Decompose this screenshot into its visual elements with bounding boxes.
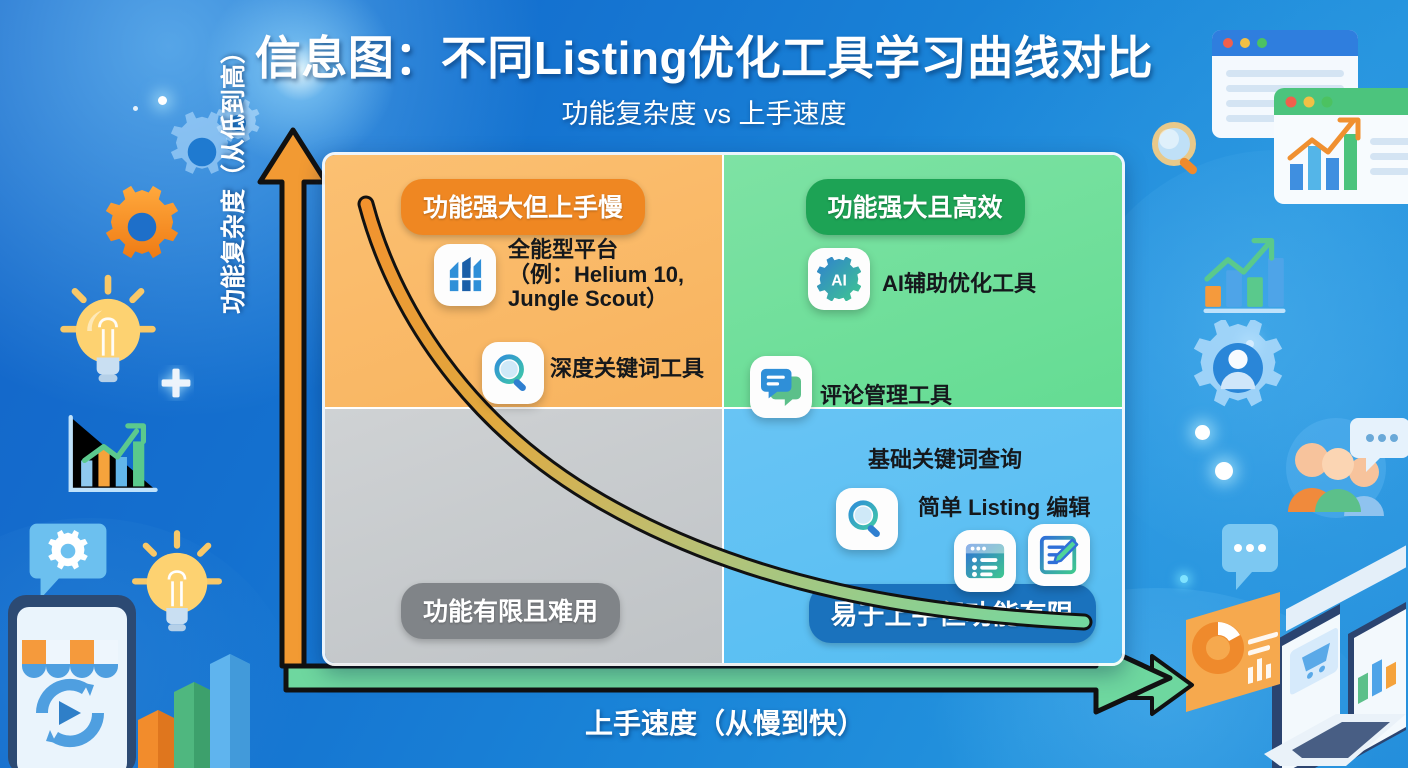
laptop-dashboard-icon <box>1264 545 1406 768</box>
item-label-basic-keyword-query: 基础关键词查询 <box>868 447 1023 472</box>
speech-bubble-icon <box>1222 524 1278 590</box>
magnifier-icon[interactable] <box>482 342 544 404</box>
plus-icon <box>161 368 191 398</box>
lightbulb-icon <box>132 530 222 632</box>
y-axis-arrow <box>257 127 329 669</box>
item-label-simple-listing-edit: 简单 Listing 编辑 <box>918 495 1091 520</box>
bar-chart-growth-icon <box>1203 237 1286 314</box>
item-label-review-management-tool: 评论管理工具 <box>820 383 953 408</box>
x-axis-label: 上手速度（从慢到快） <box>584 708 865 739</box>
background-blob-bottom-left <box>0 518 300 768</box>
sparkle-dot <box>1246 340 1254 348</box>
item-label-all-in-one-platform: 全能型平台 （例：Helium 10, Jungle Scout） <box>508 237 685 312</box>
ai-gear-icon[interactable]: AI <box>808 248 870 310</box>
sparkle-dot <box>1215 462 1233 480</box>
chat-bubbles-icon[interactable] <box>750 356 812 418</box>
edit-document-icon[interactable] <box>1028 524 1090 586</box>
bar-chart-growth-icon <box>68 415 158 493</box>
bar-blocks-3d-icon <box>138 654 250 768</box>
bar-chart-icon[interactable] <box>434 244 496 306</box>
people-group-chat-icon <box>1286 418 1408 518</box>
lightbulb-icon <box>60 274 156 383</box>
gear-speech-bubble-icon <box>29 523 107 599</box>
gear-icon <box>105 185 179 259</box>
item-label-ai-optimization-tool: AI辅助优化工具 <box>882 271 1037 296</box>
item-label-deep-keyword-tool: 深度关键词工具 <box>550 356 705 381</box>
user-gear-icon <box>1193 320 1283 407</box>
sparkle-dot <box>1195 425 1210 440</box>
green-arrow-decor <box>1120 654 1194 716</box>
list-window-icon[interactable] <box>954 530 1016 592</box>
quadrant-items-layer: 全能型平台 （例：Helium 10, Jungle Scout） 深度关键词工… <box>322 152 1125 666</box>
y-axis-label: 功能复杂度（从低到高） <box>220 38 248 314</box>
sparkle-dot <box>1180 575 1188 583</box>
page-subtitle: 功能复杂度 vs 上手速度 <box>561 99 847 129</box>
storefront-phone-icon <box>8 595 136 768</box>
magnifier-icon[interactable] <box>836 488 898 550</box>
donut-chart-card-icon <box>1186 592 1280 712</box>
svg-text:AI: AI <box>831 272 847 289</box>
page-title: 信息图：不同Listing优化工具学习曲线对比 <box>254 32 1154 84</box>
